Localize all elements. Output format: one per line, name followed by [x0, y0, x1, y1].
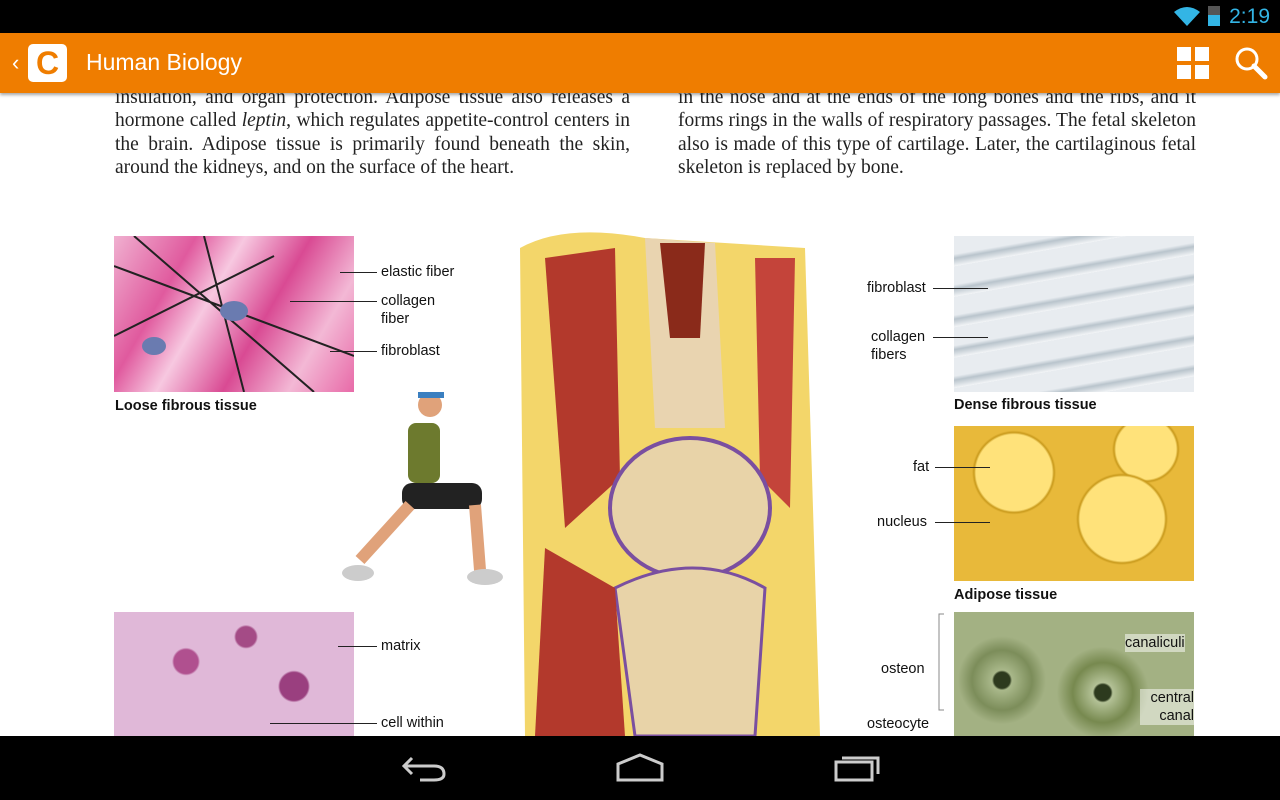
label-fibroblast-dense: fibroblast: [867, 280, 926, 296]
status-bar: 2:19: [0, 0, 1280, 33]
label-fat: fat: [913, 459, 930, 475]
text-column-right: in the nose and at the ends of the long …: [678, 87, 1196, 178]
knee-joint-illustration: [520, 232, 820, 736]
term-leptin: leptin: [241, 110, 287, 132]
navigation-bar: [0, 736, 1280, 800]
app-logo[interactable]: C: [28, 44, 67, 82]
wifi-icon: [1174, 7, 1200, 26]
text-column-left: insulation, and organ protection. Adipos…: [115, 86, 630, 179]
paragraph-text: , which regulates appetite-control cente…: [115, 110, 630, 178]
label-elastic-fiber: elastic fiber: [381, 264, 455, 280]
caption-loose-fibrous: Loose fibrous tissue: [115, 398, 257, 414]
back-chevron-icon[interactable]: ‹: [12, 50, 20, 75]
label-nucleus: nucleus: [877, 514, 927, 530]
cartilage-micrograph: [114, 612, 354, 736]
adipose-micrograph: [954, 426, 1194, 581]
label-matrix: matrix: [381, 638, 421, 654]
label-fibroblast: fibroblast: [381, 343, 440, 359]
caption-adipose: Adipose tissue: [954, 587, 1058, 603]
label-cell-within: cell within: [381, 715, 444, 731]
label-central-canal: central canal: [1140, 689, 1194, 725]
clock: 2:19: [1229, 5, 1270, 28]
label-canaliculi: canaliculi: [1125, 634, 1185, 652]
grid-view-icon[interactable]: [1177, 47, 1209, 79]
label-collagen-fibers: collagen fibers: [871, 329, 926, 363]
exercising-woman-illustration: [342, 392, 503, 585]
app-bar: ‹ C Human Biology: [0, 33, 1280, 93]
search-icon[interactable]: [1234, 46, 1268, 80]
book-title: Human Biology: [86, 49, 242, 75]
label-osteon: osteon: [881, 661, 925, 677]
label-osteocyte: osteocyte: [867, 716, 930, 732]
battery-icon: [1208, 6, 1220, 26]
back-icon[interactable]: [400, 752, 448, 784]
recent-apps-icon[interactable]: [832, 752, 882, 784]
dense-fibrous-micrograph: [954, 236, 1194, 392]
label-collagen-fiber: collagen fiber: [381, 293, 436, 327]
loose-fibrous-micrograph: [114, 236, 354, 392]
bone-micrograph: [954, 612, 1194, 736]
caption-dense-fibrous: Dense fibrous tissue: [954, 397, 1097, 413]
home-icon[interactable]: [615, 752, 665, 784]
